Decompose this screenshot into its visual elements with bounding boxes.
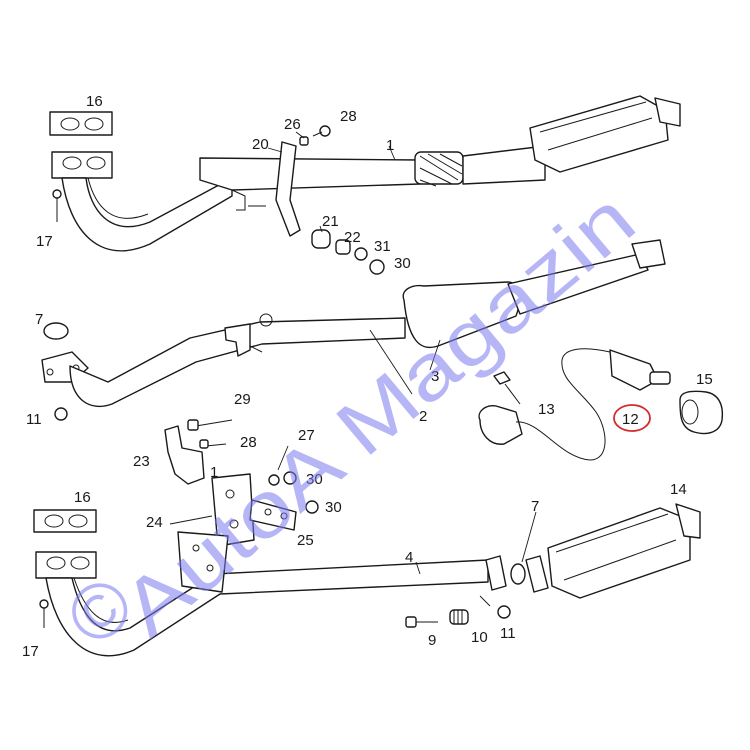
label-3: 3: [431, 368, 439, 385]
rubber-mount-21: [311, 229, 331, 249]
nut-11-mid: [54, 407, 68, 421]
bracket-plate-25: [249, 499, 297, 531]
joint-flange: [485, 555, 507, 591]
label-30-mid-b: 30: [325, 499, 342, 516]
bolt-28-mid: [205, 443, 227, 447]
nut-11-lower: [497, 605, 511, 619]
mounting-bracket-group: [164, 419, 319, 547]
label-21-top: 21: [322, 213, 339, 230]
label-22: 22: [344, 229, 361, 246]
gasket-ring-7: [43, 322, 69, 340]
sensor-boot-15: [679, 390, 724, 435]
label-13: 13: [538, 401, 555, 418]
label-15: 15: [696, 371, 713, 388]
manifold-flange: [51, 151, 113, 179]
front-pipe-1: [199, 157, 421, 191]
label-23: 23: [133, 453, 150, 470]
label-17-bottom: 17: [22, 643, 39, 660]
label-11-bottom: 11: [500, 625, 516, 642]
spring-sleeve-10: [449, 609, 469, 625]
label-30-mid-a: 30: [306, 471, 323, 488]
label-11-mid: 11: [26, 411, 42, 428]
label-2: 2: [419, 408, 427, 425]
front-downpipe: [61, 177, 233, 252]
label-24: 24: [146, 514, 163, 531]
washer-27: [268, 474, 280, 486]
nut-30-mid-b: [305, 500, 319, 514]
label-28-mid: 28: [240, 434, 257, 451]
label-10: 10: [471, 629, 488, 646]
label-30-top: 30: [394, 255, 411, 272]
label-28-top: 28: [340, 108, 357, 125]
bracket-23: [164, 425, 205, 485]
front-pipe-4: [45, 559, 489, 657]
label-1: 1: [386, 137, 394, 154]
highlight-circle-12: [613, 404, 651, 432]
label-21-mid: 1: [210, 464, 218, 481]
label-16-bottom: 16: [74, 489, 91, 506]
hardware-top: [52, 125, 385, 275]
leader-lines: [169, 131, 537, 575]
label-16-top: 16: [86, 93, 103, 110]
label-27: 27: [298, 427, 315, 444]
label-9: 9: [428, 632, 436, 649]
nut-30-top: [369, 259, 385, 275]
label-4: 4: [405, 549, 413, 566]
nut-30-mid-a: [283, 471, 297, 485]
oxygen-sensor-group: [478, 348, 724, 461]
front-pipe-assembly-bottom: [33, 407, 701, 657]
front-pipe-assembly-top: [49, 95, 681, 252]
washer-26: [299, 136, 309, 146]
label-20: 20: [252, 136, 269, 153]
nut-31: [354, 247, 368, 261]
label-7-top: 7: [35, 311, 43, 328]
label-25: 25: [297, 532, 314, 549]
bolt-29: [195, 419, 233, 427]
label-29: 29: [234, 391, 251, 408]
label-26: 26: [284, 116, 301, 133]
sensor-connector-13: [478, 405, 523, 445]
label-12: 12: [622, 411, 639, 428]
catalytic-converter-14: [547, 507, 691, 599]
bush-22: [335, 239, 351, 255]
bolt-28-head: [319, 125, 331, 137]
center-pipe-assembly: [41, 239, 666, 408]
bracket-20: [275, 141, 301, 237]
part-labels: 1 2 3 4 7 7 9 10 11 11 12 13 14 15 16 16…: [22, 93, 713, 660]
label-31: 31: [374, 238, 391, 255]
label-17-top: 17: [36, 233, 53, 250]
gasket-ring-7-lower: [510, 563, 526, 585]
lambda-sensor-12: [609, 349, 659, 391]
label-7-bottom: 7: [531, 498, 539, 515]
bracket-plate-24: [211, 473, 255, 547]
center-pipe-2: [69, 317, 406, 408]
label-14: 14: [670, 481, 687, 498]
